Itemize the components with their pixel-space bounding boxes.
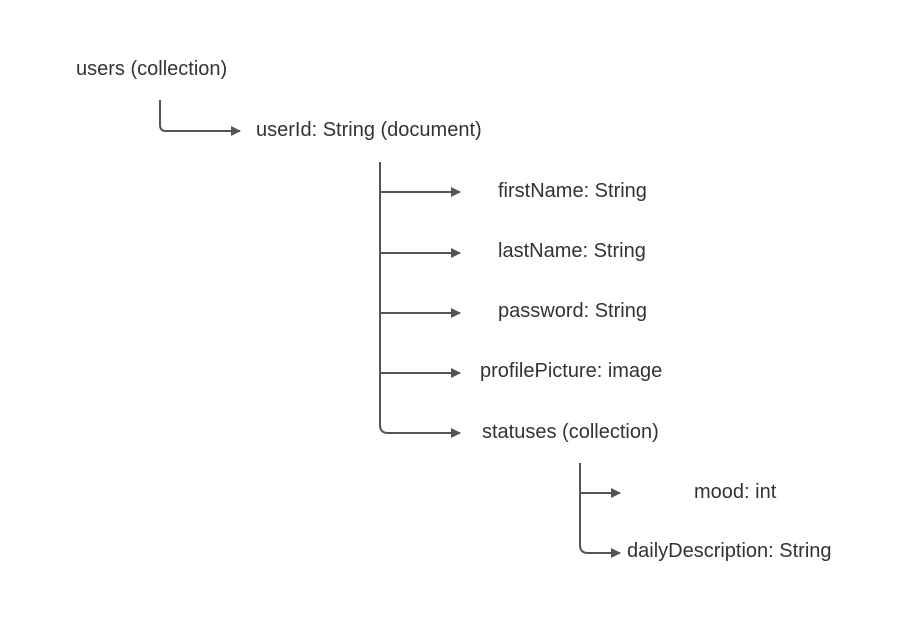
node-firstname: firstName: String [498, 180, 647, 202]
node-userid: userId: String (document) [256, 119, 482, 141]
node-password: password: String [498, 300, 647, 322]
node-mood: mood: int [694, 481, 777, 503]
node-statuses: statuses (collection) [482, 421, 659, 443]
node-users: users (collection) [76, 58, 228, 80]
node-profilepicture: profilePicture: image [480, 360, 663, 382]
connector-dailydescription [579, 544, 621, 558]
connector-users-userid [159, 100, 241, 136]
node-lastname: lastName: String [498, 240, 646, 262]
connector-statuses [379, 424, 461, 438]
node-dailydescription: dailyDescription: String [627, 540, 832, 562]
